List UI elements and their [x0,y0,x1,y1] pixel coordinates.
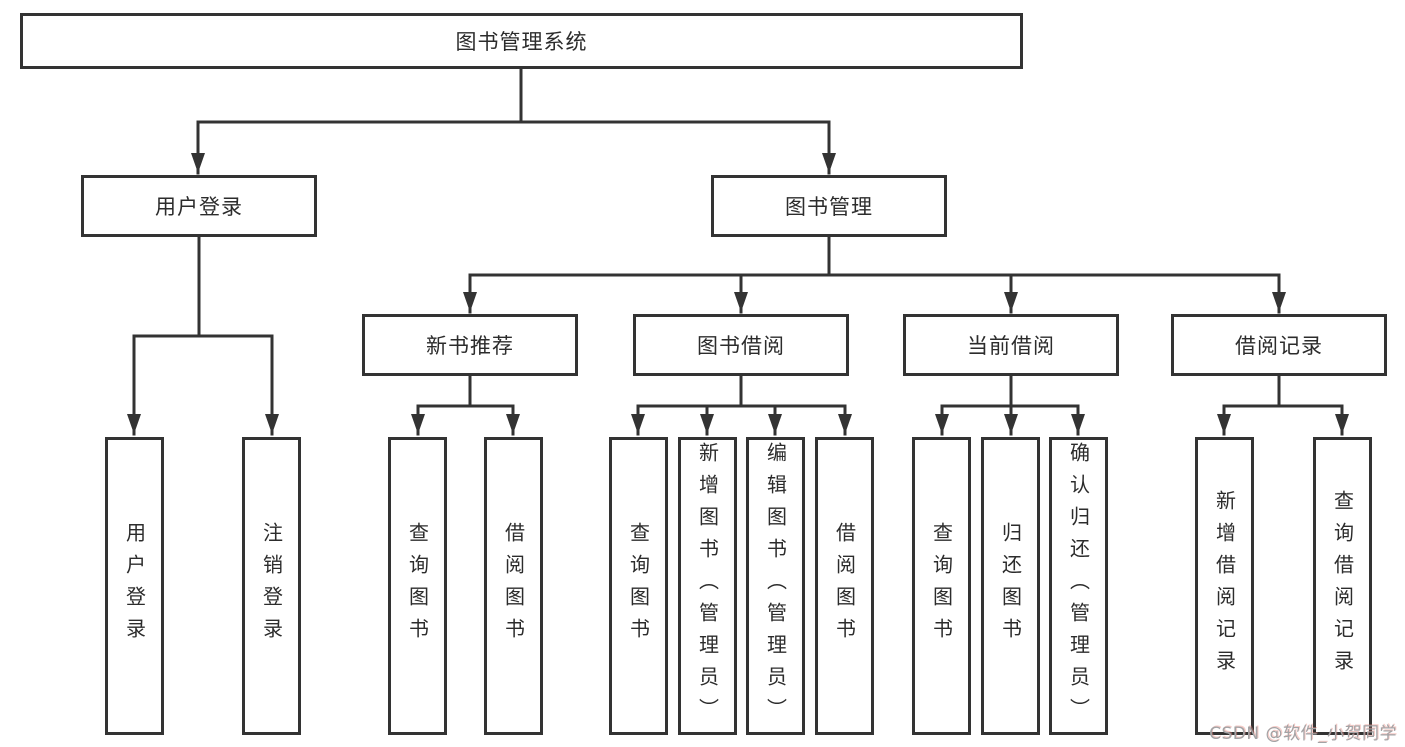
node-label: 确认归还（管理员） [1066,442,1091,730]
node-user-login: 用户登录 [81,175,317,237]
node-label: 查询图书 [929,522,954,650]
node-label: 图书借阅 [697,334,785,358]
leaf-borrow-books-recommend: 借阅图书 [484,437,543,735]
node-label: 借阅图书 [501,522,526,650]
node-label: 查询图书 [405,522,430,650]
watermark: CSDN @软件_小贺同学 [1209,724,1397,744]
leaf-query-books-current: 查询图书 [912,437,971,735]
node-new-book-recommend: 新书推荐 [362,314,578,376]
node-label: 新增图书（管理员） [695,442,720,730]
node-label: 图书管理 [785,195,873,219]
node-label: 当前借阅 [967,334,1055,358]
leaf-user-login: 用户登录 [105,437,164,735]
leaf-query-borrow-record: 查询借阅记录 [1313,437,1372,735]
leaf-query-books-borrow: 查询图书 [609,437,668,735]
node-label: 查询借阅记录 [1330,490,1355,682]
leaf-add-book-admin: 新增图书（管理员） [678,437,737,735]
node-library-management-system: 图书管理系统 [20,13,1023,69]
node-label: 编辑图书（管理员） [763,442,788,730]
node-label: 新书推荐 [426,334,514,358]
leaf-confirm-return-admin: 确认归还（管理员） [1049,437,1108,735]
node-label: 归还图书 [998,522,1023,650]
node-label: 借阅图书 [832,522,857,650]
node-label: 新增借阅记录 [1212,490,1237,682]
leaf-edit-book-admin: 编辑图书（管理员） [746,437,805,735]
node-label: 注销登录 [259,522,284,650]
leaf-logout: 注销登录 [242,437,301,735]
node-label: 用户登录 [155,195,243,219]
node-book-management: 图书管理 [711,175,947,237]
leaf-add-borrow-record: 新增借阅记录 [1195,437,1254,735]
node-label: 用户登录 [122,522,147,650]
leaf-return-book: 归还图书 [981,437,1040,735]
node-label: 图书管理系统 [455,30,588,54]
node-book-borrow: 图书借阅 [633,314,849,376]
leaf-borrow-books: 借阅图书 [815,437,874,735]
node-borrow-records: 借阅记录 [1171,314,1387,376]
node-label: 查询图书 [626,522,651,650]
node-current-borrow: 当前借阅 [903,314,1119,376]
node-label: 借阅记录 [1235,334,1323,358]
leaf-query-books-recommend: 查询图书 [388,437,447,735]
